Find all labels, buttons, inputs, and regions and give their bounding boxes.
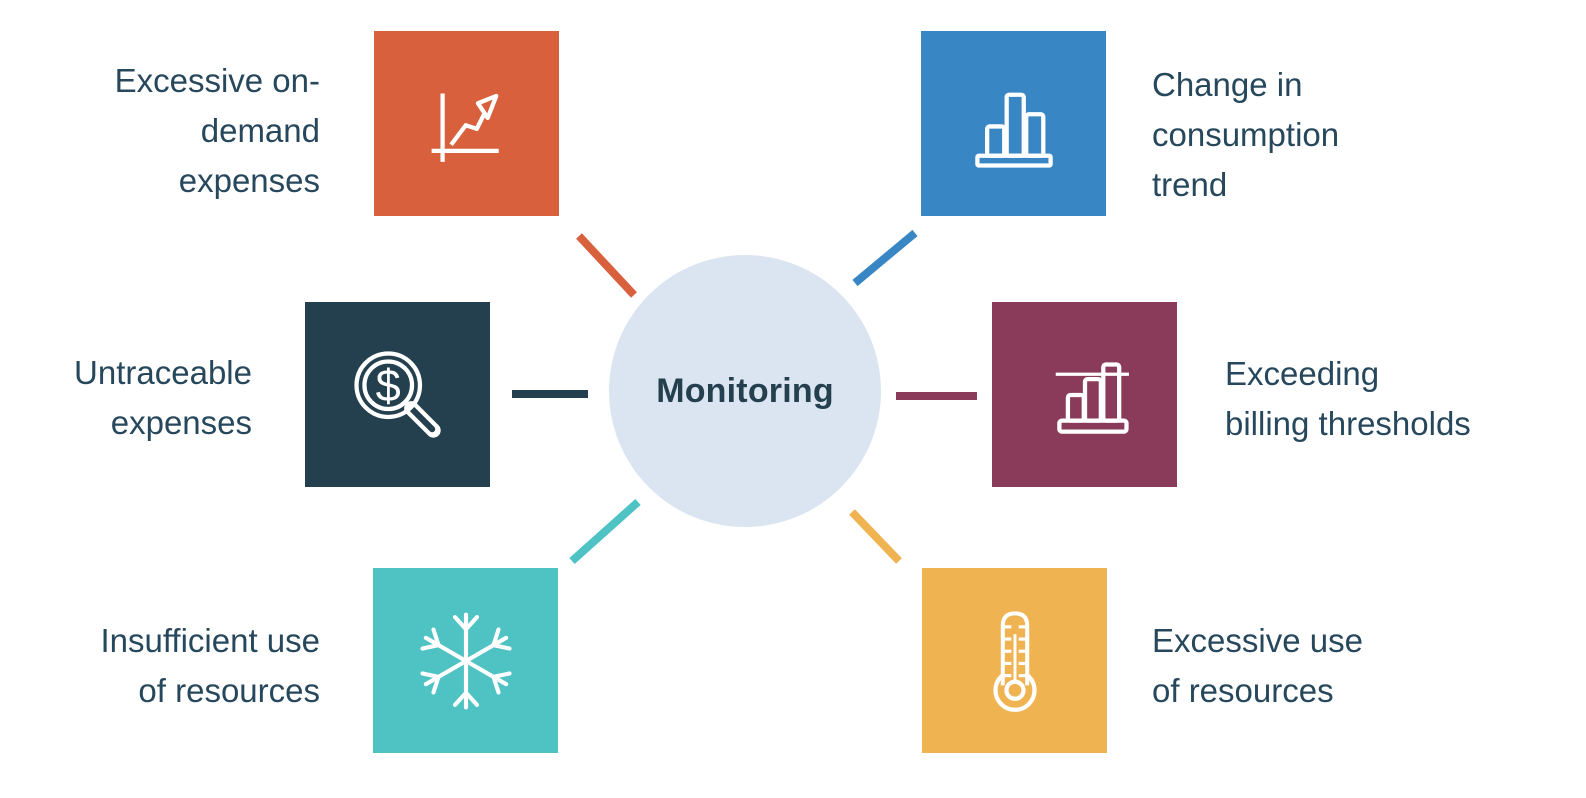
- connector-consumption-trend: [852, 229, 918, 287]
- label-line: Exceeding: [1225, 355, 1380, 392]
- connector-insufficient-use: [569, 499, 641, 564]
- connector-excessive-on-demand: [576, 233, 637, 298]
- tile-excessive-on-demand: [374, 31, 559, 216]
- node-label-billing-thresholds: Exceeding billing thresholds: [1225, 349, 1471, 449]
- tile-consumption-trend: [921, 31, 1106, 216]
- search-dollar-icon: $: [353, 350, 441, 438]
- hub-circle: Monitoring: [609, 255, 881, 527]
- label-line: Excessive use: [1152, 622, 1363, 659]
- node-label-insufficient-use: Insufficient use of resources: [100, 616, 320, 716]
- tile-untraceable: $: [305, 302, 490, 487]
- node-label-excessive-use: Excessive use of resources: [1152, 616, 1363, 716]
- label-line: of resources: [138, 672, 320, 709]
- thermometer-icon: [992, 610, 1037, 712]
- node-label-untraceable: Untraceable expenses: [74, 348, 252, 448]
- label-line: Change in: [1152, 66, 1303, 103]
- bar-chart-icon: [974, 92, 1053, 168]
- label-line: billing thresholds: [1225, 405, 1471, 442]
- hub-label: Monitoring: [656, 371, 834, 410]
- tile-insufficient-use: [373, 568, 558, 753]
- snowflake-icon: [405, 612, 527, 722]
- connector-excessive-use: [849, 509, 902, 564]
- node-label-consumption-trend: Change in consumption trend: [1152, 60, 1339, 210]
- label-line: consumption: [1152, 116, 1340, 153]
- tile-billing-thresholds: [992, 302, 1177, 487]
- label-line: expenses: [178, 162, 320, 199]
- label-line: expenses: [110, 404, 252, 441]
- label-line: Excessive on-: [114, 62, 320, 99]
- threshold-bar-chart-icon: [1055, 361, 1129, 434]
- trend-up-chart-icon: [431, 93, 499, 162]
- label-line: of resources: [1152, 672, 1334, 709]
- node-label-excessive-on-demand: Excessive on- demand expenses: [115, 56, 320, 206]
- tile-excessive-use: [922, 568, 1107, 753]
- label-line: Untraceable: [74, 354, 252, 391]
- label-line: Insufficient use: [100, 622, 320, 659]
- label-line: trend: [1152, 166, 1228, 203]
- label-line: demand: [200, 112, 320, 149]
- dollar-glyph: $: [375, 360, 400, 411]
